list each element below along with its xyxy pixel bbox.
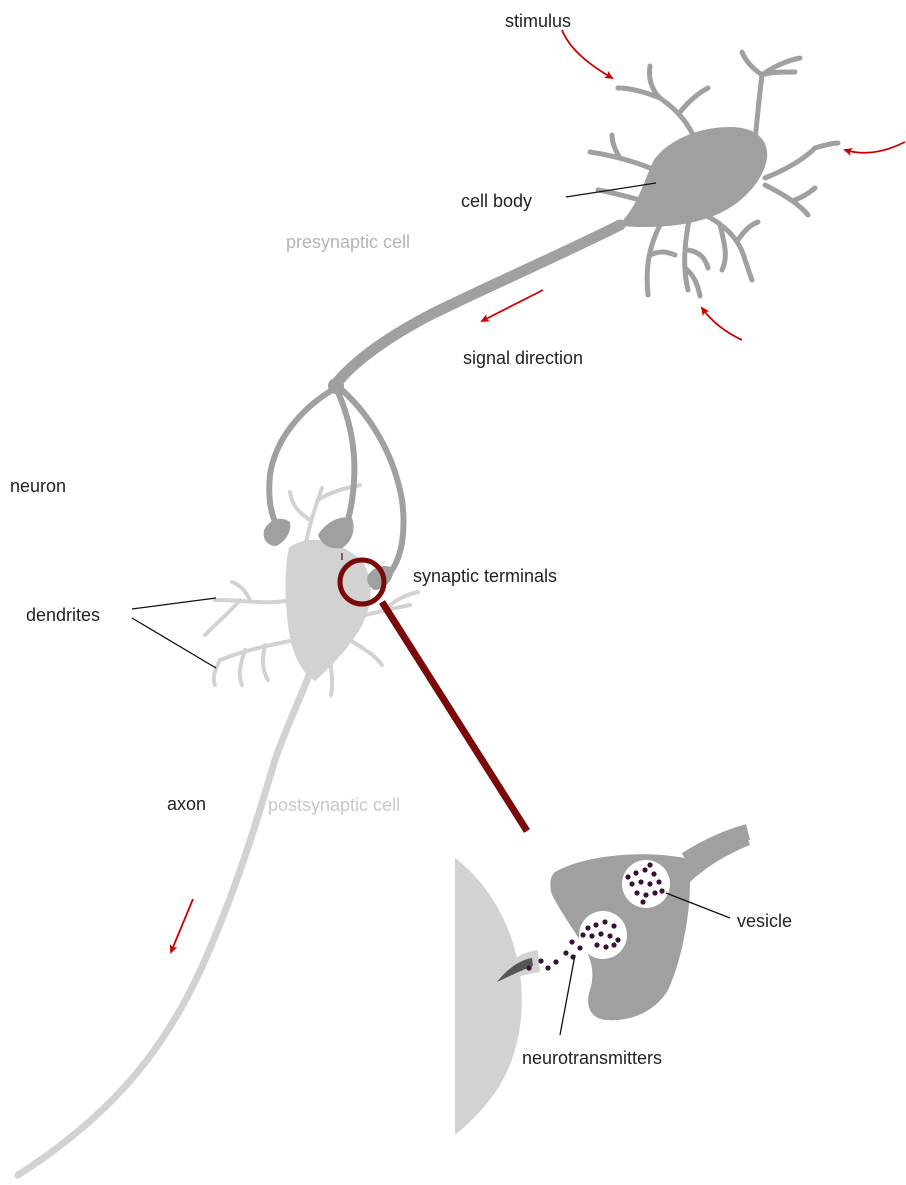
presynaptic-dendrite	[765, 143, 838, 178]
synaptic-terminals-label: synaptic terminals	[413, 566, 557, 586]
axon-label: axon	[167, 794, 206, 814]
presynaptic-neuron	[264, 52, 838, 590]
presynaptic-dendrite	[705, 215, 758, 280]
dendrites-label: dendrites	[26, 605, 100, 625]
dendrites-leader	[132, 598, 216, 609]
postsynaptic-axon	[18, 660, 315, 1175]
presynaptic-dendrite	[685, 215, 708, 296]
axon-signal-arrow	[171, 899, 193, 952]
magnifier	[340, 560, 527, 831]
postsynaptic-dendrite	[205, 582, 290, 635]
stimulus-arrow	[702, 308, 742, 340]
magnifier-handle	[382, 602, 527, 831]
neurotransmitters-leader	[560, 955, 575, 1035]
vesicle-label: vesicle	[737, 911, 792, 931]
presynaptic-cell-label: presynaptic cell	[286, 232, 410, 252]
stimulus-label: stimulus	[505, 11, 571, 31]
vesicle	[622, 860, 670, 908]
synaptic-terminal	[264, 519, 291, 546]
presynaptic-dendrite	[742, 52, 800, 140]
cell-body-label: cell body	[461, 191, 532, 211]
postsynaptic-neuron	[18, 485, 418, 1175]
axon-branch	[338, 392, 354, 520]
neuron-label: neuron	[10, 476, 66, 496]
presynaptic-dendrite	[647, 225, 675, 295]
signal-direction-label: signal direction	[463, 348, 583, 368]
signal-direction-arrow	[482, 290, 543, 321]
presynaptic-dendrite	[765, 185, 815, 215]
presynaptic-cell-body	[620, 128, 766, 226]
stimulus-arrow	[562, 30, 612, 78]
postsynaptic-membrane	[455, 858, 522, 1135]
postsynaptic-cell-label: postsynaptic cell	[268, 795, 400, 815]
presynaptic-dendrite	[590, 135, 650, 168]
axon-branch	[269, 390, 332, 522]
postsynaptic-dendrite	[214, 640, 295, 685]
neurotransmitters-label: neurotransmitters	[522, 1048, 662, 1068]
dendrites-leader	[132, 618, 216, 668]
zoomed-presynaptic-terminal	[550, 830, 750, 1020]
stimulus-arrow	[845, 142, 905, 153]
synapse-detail	[455, 830, 750, 1135]
